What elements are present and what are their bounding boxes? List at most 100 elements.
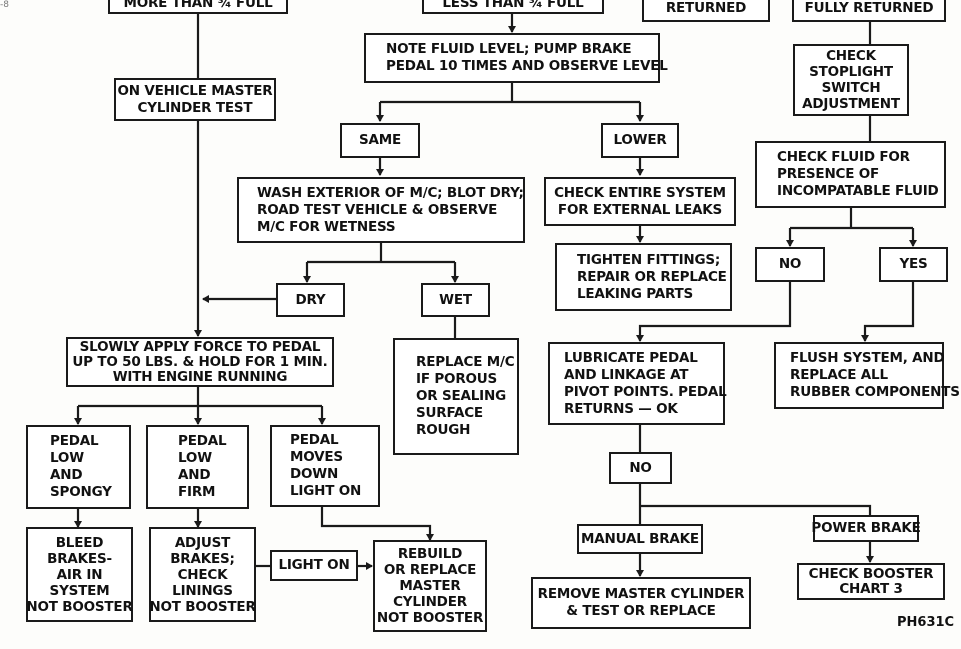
node-text-line: OR REPLACE xyxy=(383,562,477,578)
node-text-line: ROAD TEST VEHICLE & OBSERVE xyxy=(257,201,498,218)
node-text-line: ADJUST xyxy=(174,534,231,551)
node-text-line: REPLACE ALL xyxy=(790,367,888,383)
node-text-line: CHECK FLUID FOR xyxy=(777,149,910,165)
node-text-line: ON VEHICLE MASTER xyxy=(117,82,273,99)
conn-no-to-split xyxy=(638,484,872,515)
returned-box: RETURNED xyxy=(642,0,770,22)
node-text-line: REPLACE M/C xyxy=(416,354,515,370)
node-text-line: MANUAL BRAKE xyxy=(581,530,699,547)
node-text-line: NOT BOOSTER xyxy=(149,598,256,615)
node-text-line: SWITCH xyxy=(821,80,881,96)
node-text-line: SYSTEM xyxy=(49,582,110,599)
node-text-line: PRESENCE OF xyxy=(777,166,880,182)
node-text-line: ROUGH xyxy=(416,422,471,438)
figure-code: PH631C xyxy=(897,615,955,630)
node-text-line: NOT BOOSTER xyxy=(26,598,133,615)
conn-no-to-lubricate xyxy=(636,282,792,342)
node-text-line: LUBRICATE PEDAL xyxy=(564,349,698,366)
yes-incompatible-box: YES xyxy=(879,247,948,282)
node-text-line: AND xyxy=(178,467,211,483)
same-box: SAME xyxy=(340,123,420,158)
node-text-line: AIR IN xyxy=(56,566,103,583)
node-text-line: WET xyxy=(439,291,472,308)
node-text-line: AND LINKAGE AT xyxy=(564,366,689,383)
node-text-line: LESS THAN ¾ FULL xyxy=(442,0,584,11)
node-text-line: ADJUSTMENT xyxy=(802,96,900,112)
node-text-line: FIRM xyxy=(178,484,216,500)
node-text-line: INCOMPATABLE FLUID xyxy=(777,183,939,199)
node-text-line: REMOVE MASTER CYLINDER xyxy=(537,586,745,602)
node-text-line: FULLY RETURNED xyxy=(804,0,934,16)
wash-exterior-box: WASH EXTERIOR OF M/C; BLOT DRY;ROAD TEST… xyxy=(237,177,525,243)
node-text-line: OR SEALING xyxy=(416,388,506,404)
node-text-line: PEDAL xyxy=(50,433,99,449)
node-text-line: DRY xyxy=(295,291,326,308)
less-than-three-quarter-full-box: LESS THAN ¾ FULL xyxy=(422,0,604,14)
node-text-line: CYLINDER xyxy=(393,594,467,610)
node-text-line: PIVOT POINTS. PEDAL xyxy=(564,383,727,400)
lower-box: LOWER xyxy=(601,123,679,158)
node-text-line: LOWER xyxy=(613,132,667,148)
node-text-line: CHECK BOOSTER xyxy=(808,565,934,582)
node-text-line: LOW xyxy=(50,450,84,466)
node-text-line: STOPLIGHT xyxy=(809,64,893,80)
node-text-line: UP TO 50 LBS. & HOLD FOR 1 MIN. xyxy=(72,353,328,370)
node-text-line: YES xyxy=(899,256,928,272)
node-text-line: REBUILD xyxy=(397,546,463,562)
more-than-three-quarter-full-box: MORE THAN ¾ FULL xyxy=(108,0,288,14)
no-lubricate-box: NO xyxy=(609,452,672,484)
node-text-line: FOR EXTERNAL LEAKS xyxy=(557,201,723,218)
node-text-line: POWER BRAKE xyxy=(811,520,921,536)
node-text-line: LEAKING PARTS xyxy=(577,285,694,302)
no-incompatible-box: NO xyxy=(755,247,825,282)
node-text-line: NO xyxy=(778,256,802,272)
remove-master-cylinder-box: REMOVE MASTER CYLINDER& TEST OR REPLACE xyxy=(531,577,751,629)
node-text-line: MASTER xyxy=(399,578,461,594)
node-text-line: SLOWLY APPLY FORCE TO PEDAL xyxy=(79,338,321,355)
node-text-line: BRAKES; xyxy=(170,550,235,567)
conn-moves-to-rebuild xyxy=(320,507,434,541)
node-text-line: LIGHT ON xyxy=(290,483,362,499)
node-text-line: TIGHTEN FITTINGS; xyxy=(577,251,721,268)
node-text-line: PEDAL 10 TIMES AND OBSERVE LEVEL xyxy=(386,58,668,74)
node-text-line: FLUSH SYSTEM, AND xyxy=(790,350,945,366)
node-text-line: IF POROUS xyxy=(416,371,498,387)
node-text-line: REPAIR OR REPLACE xyxy=(577,268,727,285)
node-text-line: NOT BOOSTER xyxy=(376,610,484,626)
node-text-line: NO xyxy=(629,459,652,476)
node-text-line: LIGHT ON xyxy=(278,557,350,573)
node-text-line: & TEST OR REPLACE xyxy=(566,603,716,619)
conn-slowly-split xyxy=(78,387,322,408)
node-text-line: CHECK ENTIRE SYSTEM xyxy=(554,184,726,201)
node-text-line: RETURNS — OK xyxy=(564,400,678,417)
node-text-line: SURFACE xyxy=(416,405,483,421)
node-text-line: PEDAL xyxy=(290,432,339,448)
node-text-line: WITH ENGINE RUNNING xyxy=(112,368,288,385)
node-text-line: PEDAL xyxy=(178,433,227,449)
power-brake-box: POWER BRAKE xyxy=(811,515,921,542)
node-text-line: M/C FOR WETNESS xyxy=(257,218,396,235)
light-on-box: LIGHT ON xyxy=(270,550,358,581)
node-text-line: MOVES xyxy=(290,449,343,465)
node-text-line: RETURNED xyxy=(665,0,747,16)
node-text-line: BRAKES- xyxy=(47,550,112,567)
conn-note-split xyxy=(380,83,640,104)
node-text-line: WASH EXTERIOR OF M/C; BLOT DRY; xyxy=(257,184,524,201)
node-text-line: NOTE FLUID LEVEL; PUMP BRAKE xyxy=(386,41,632,57)
wet-box: WET xyxy=(421,283,490,317)
node-text-line: LININGS xyxy=(172,582,233,599)
node-text-line: SAME xyxy=(358,132,402,148)
